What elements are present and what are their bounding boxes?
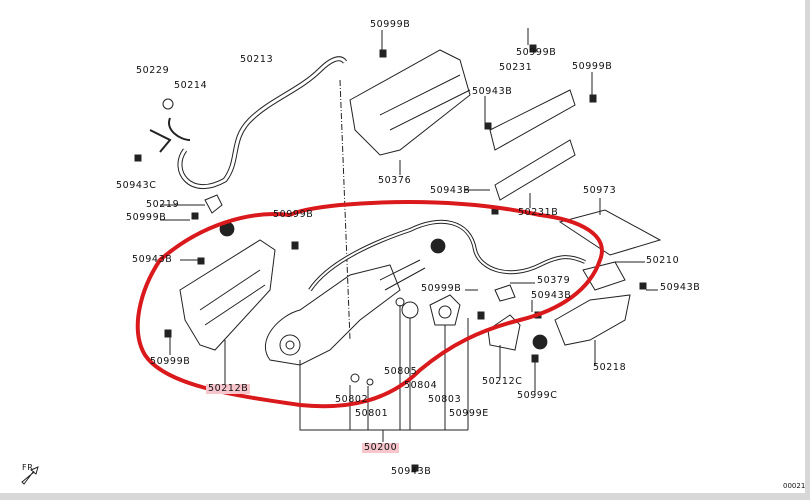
- part-label-50943b[interactable]: 50943B: [391, 466, 432, 477]
- figure-code: 000212: [783, 482, 810, 490]
- part-label-50804[interactable]: 50804: [404, 380, 438, 391]
- diagram-drawing: B A B: [21, 28, 662, 485]
- part-label-50214[interactable]: 50214: [174, 80, 208, 91]
- part-label-50376[interactable]: 50376: [378, 175, 412, 186]
- bottom-border: [0, 493, 810, 500]
- hose-50214: [149, 117, 191, 153]
- part-label-50999b[interactable]: 50999B: [150, 356, 191, 367]
- bracket-50212c: [487, 314, 521, 351]
- part-label-50943b[interactable]: 50943B: [430, 185, 471, 196]
- plate-50803: [429, 294, 461, 326]
- part-label-50212b[interactable]: 50212B: [206, 383, 251, 394]
- part-label-50999b[interactable]: 50999B: [126, 212, 167, 223]
- part-label-50218[interactable]: 50218: [593, 362, 627, 373]
- part-label-50801[interactable]: 50801: [355, 408, 389, 419]
- part-label-50229[interactable]: 50229: [136, 65, 170, 76]
- clip-50379: [494, 284, 516, 302]
- part-label-50999c[interactable]: 50999C: [517, 390, 558, 401]
- bracket-50212b: [179, 239, 276, 351]
- part-label-50943c[interactable]: 50943C: [116, 180, 157, 191]
- part-label-50999b[interactable]: 50999B: [572, 61, 613, 72]
- part-label-50805[interactable]: 50805: [384, 366, 418, 377]
- part-label-50943b[interactable]: 50943B: [132, 254, 173, 265]
- callout-a: A: [435, 242, 441, 251]
- part-label-50973[interactable]: 50973: [583, 185, 617, 196]
- plate-50973: [558, 209, 662, 256]
- shifter-assembly: [264, 264, 401, 366]
- part-label-50213[interactable]: 50213: [240, 54, 274, 65]
- part-label-50210[interactable]: 50210: [646, 255, 680, 266]
- cap-50229: [162, 98, 174, 110]
- part-label-50943b[interactable]: 50943B: [531, 290, 572, 301]
- hose-50213: [177, 56, 348, 189]
- part-label-50943b[interactable]: 50943B: [660, 282, 701, 293]
- part-label-50999b[interactable]: 50999B: [273, 209, 314, 220]
- part-label-50200[interactable]: 50200: [362, 442, 400, 453]
- part-label-50803[interactable]: 50803: [428, 394, 462, 405]
- part-label-50231[interactable]: 50231: [499, 62, 533, 73]
- part-label-50999b[interactable]: 50999B: [421, 283, 462, 294]
- parts-diagram: B A B 50229 50214 50213 50943C 50219 509…: [21, 19, 810, 490]
- part-label-50231b[interactable]: 50231B: [518, 207, 559, 218]
- part-label-50999b[interactable]: 50999B: [516, 47, 557, 58]
- callout-b: B: [224, 225, 230, 234]
- red-annotation-loop: [135, 200, 604, 409]
- part-label-50379[interactable]: 50379: [537, 275, 571, 286]
- part-label-50999b[interactable]: 50999B: [370, 19, 411, 30]
- part-label-50212c[interactable]: 50212C: [482, 376, 523, 387]
- part-label-50802[interactable]: 50802: [335, 394, 369, 405]
- heat-shield-50376: [349, 49, 471, 156]
- scrollbar-track: [805, 0, 810, 500]
- part-label-50219[interactable]: 50219: [146, 199, 180, 210]
- bracket-50231: [489, 89, 576, 201]
- callout-b: B: [537, 338, 543, 347]
- part-label-50943b[interactable]: 50943B: [472, 86, 513, 97]
- bracket-50218: [554, 294, 631, 346]
- bracket-50219: [204, 194, 223, 214]
- front-arrow-icon: [21, 466, 39, 485]
- o-ring-50804: [401, 301, 419, 319]
- front-direction-label: FR: [22, 463, 34, 472]
- module-50210: [582, 261, 626, 291]
- part-label-50999e[interactable]: 50999E: [449, 408, 489, 419]
